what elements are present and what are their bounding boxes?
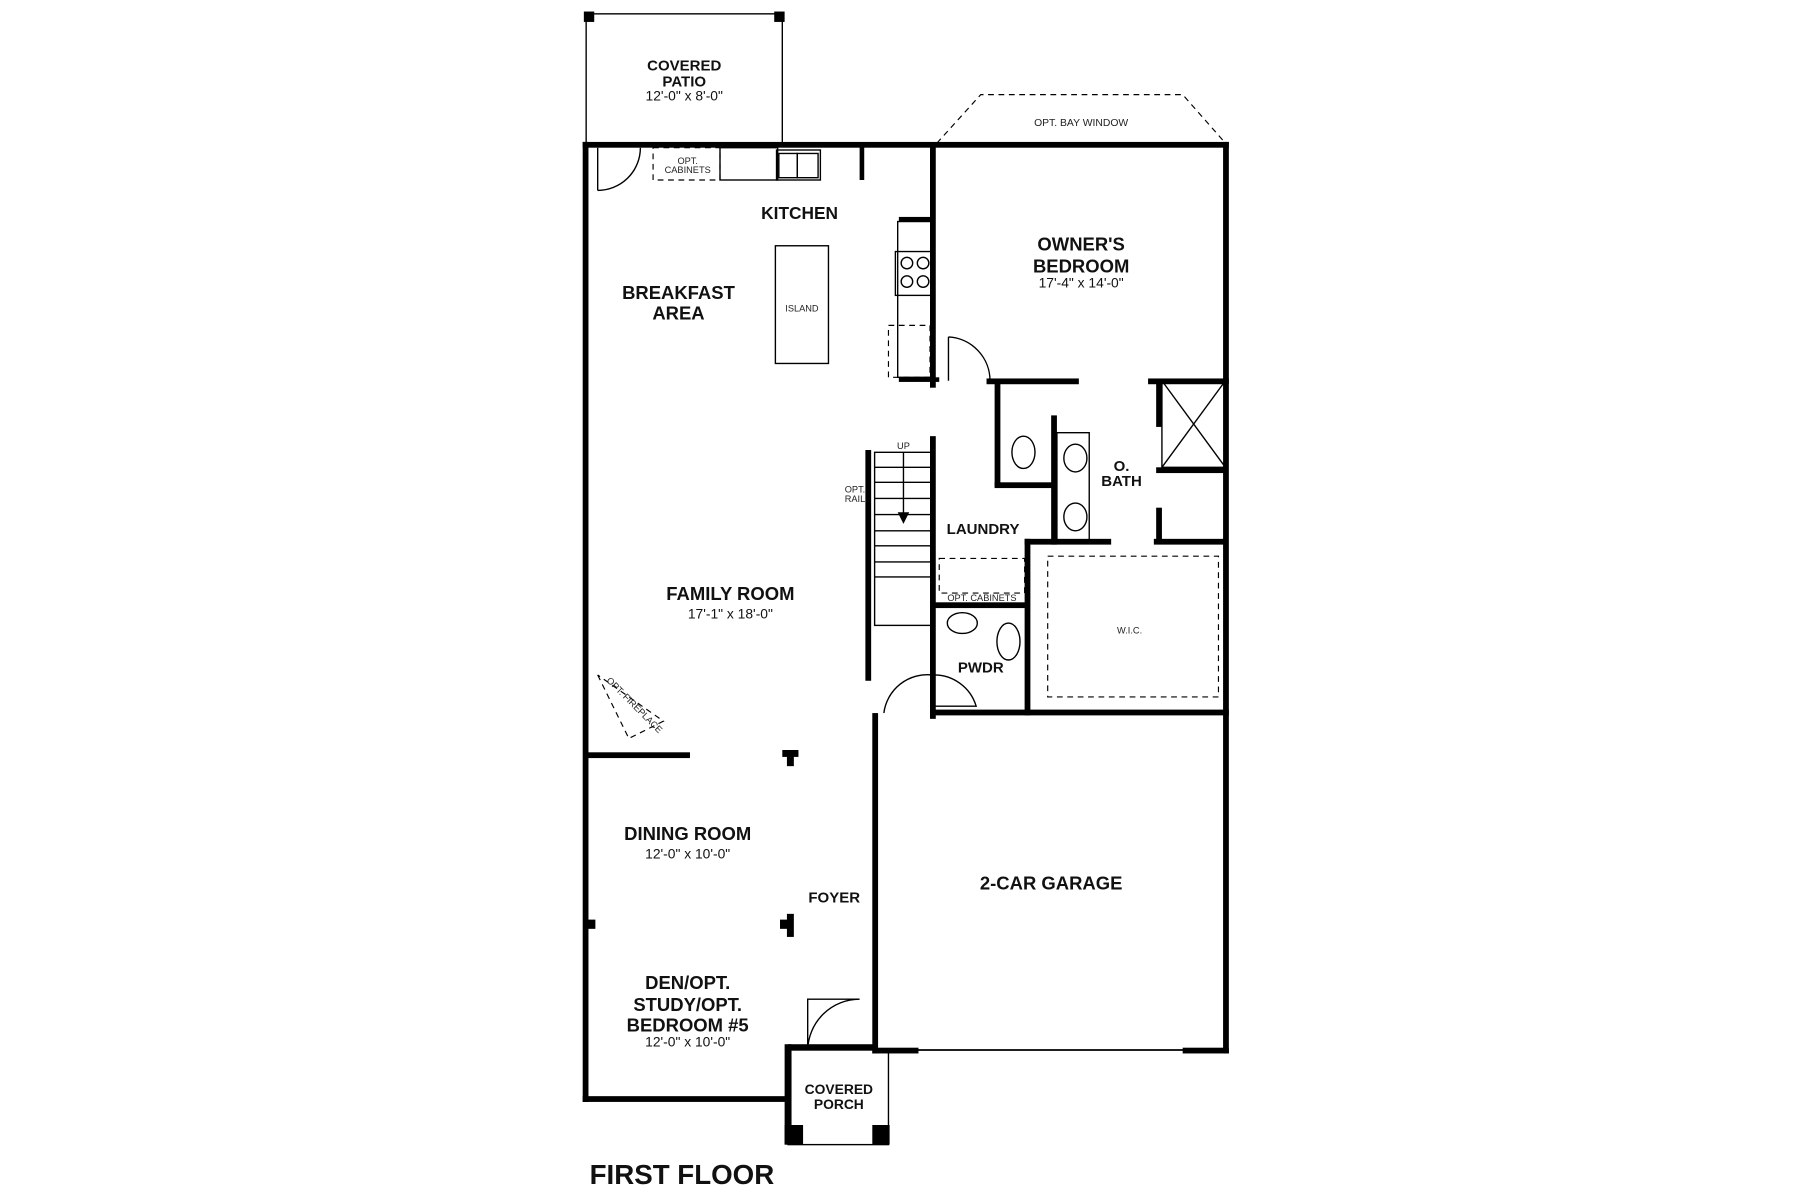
pwdr-label: PWDR — [958, 660, 1004, 677]
floor-title: FIRST FLOOR — [590, 1159, 775, 1190]
kitchen-label: KITCHEN — [761, 203, 838, 223]
fixtures — [596, 147, 1227, 1051]
island-label: ISLAND — [785, 304, 819, 314]
patio-label-1: COVERED — [647, 57, 721, 74]
porch-label-2: PORCH — [814, 1096, 864, 1112]
labels: COVERED PATIO 12'-0" x 8'-0" OPT. BAY WI… — [590, 57, 1143, 1189]
staircase — [873, 451, 933, 627]
den-size: 12'-0" x 10'-0" — [645, 1034, 730, 1050]
bay-window-outline — [936, 94, 1226, 144]
breakfast-label-1: BREAKFAST — [622, 282, 736, 303]
opt-cabinets-line-1: OPT. — [677, 156, 698, 166]
patio-size: 12'-0" x 8'-0" — [646, 87, 723, 103]
owners-bedroom-label-1: OWNER'S — [1037, 233, 1124, 254]
garage-label: 2-CAR GARAGE — [980, 873, 1123, 894]
porch-label-1: COVERED — [805, 1081, 873, 1097]
foyer-label: FOYER — [808, 889, 860, 906]
opt-rail-line-2: RAIL — [845, 494, 866, 504]
opt-rail-line-1: OPT. — [845, 485, 866, 495]
opt-cabinets-line-2: CABINETS — [665, 165, 711, 175]
breakfast-label-2: AREA — [652, 303, 704, 324]
owners-bedroom-size: 17'-4" x 14'-0" — [1039, 274, 1124, 290]
o-bath-label-1: O. — [1114, 458, 1130, 475]
bay-window-label: OPT. BAY WINDOW — [1034, 118, 1128, 129]
stairs-up-label: UP — [897, 441, 910, 451]
wic-label: W.I.C. — [1117, 625, 1142, 635]
laundry-label: LAUNDRY — [947, 521, 1020, 538]
den-label-2: STUDY/OPT. — [633, 994, 742, 1015]
dining-room-label: DINING ROOM — [624, 823, 751, 844]
den-label-1: DEN/OPT. — [645, 972, 730, 993]
patio-label-2: PATIO — [662, 74, 706, 91]
family-room-label: FAMILY ROOM — [666, 583, 794, 604]
opt-fireplace-label: OPT. FIREPLACE — [605, 675, 665, 735]
dining-room-size: 12'-0" x 10'-0" — [645, 845, 730, 861]
owners-bedroom-label-2: BEDROOM — [1033, 255, 1129, 276]
island — [774, 245, 830, 365]
o-bath-label-2: BATH — [1101, 473, 1142, 490]
opt-cabinets-laundry-label: OPT. CABINETS — [947, 593, 1016, 603]
family-room-size: 17'-1" x 18'-0" — [688, 605, 773, 621]
den-label-3: BEDROOM #5 — [627, 1015, 749, 1036]
